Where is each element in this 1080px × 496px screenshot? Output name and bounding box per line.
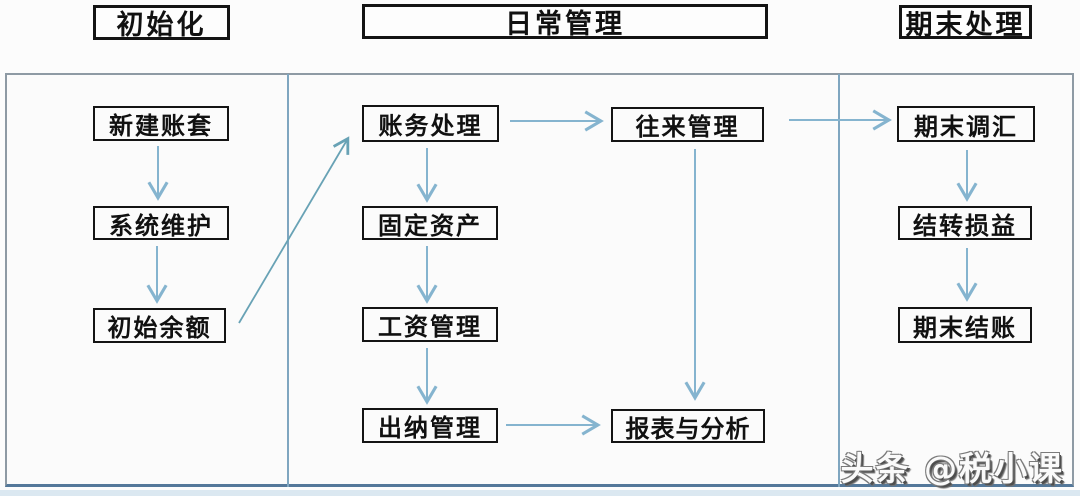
node-period-end-revaluation: 期末调汇 [897,106,1035,142]
phase-header-daily-management: 日常管理 [362,4,768,40]
node-reports-analysis: 报表与分析 [611,409,765,443]
node-create-account-set: 新建账套 [93,106,229,141]
column-divider-1 [287,74,289,487]
node-bookkeeping: 账务处理 [362,105,499,142]
node-period-end-closing: 期末结账 [898,307,1032,343]
column-divider-2 [838,74,840,487]
watermark-toutiao: 头条 @税小课 [840,449,1064,488]
node-carry-forward-pl: 结转损益 [898,206,1032,240]
node-initial-balance: 初始余额 [93,308,226,343]
main-panel [5,73,1074,487]
node-system-maintenance: 系统维护 [93,206,229,240]
node-contacts-management: 往来管理 [611,107,764,142]
bottom-edge-strip [0,490,1080,496]
node-fixed-assets: 固定资产 [362,206,498,240]
node-cashier-management: 出纳管理 [362,408,498,443]
phase-header-initialization: 初始化 [93,5,230,41]
node-payroll-management: 工资管理 [362,307,498,342]
phase-header-period-end-processing: 期末处理 [899,5,1032,41]
